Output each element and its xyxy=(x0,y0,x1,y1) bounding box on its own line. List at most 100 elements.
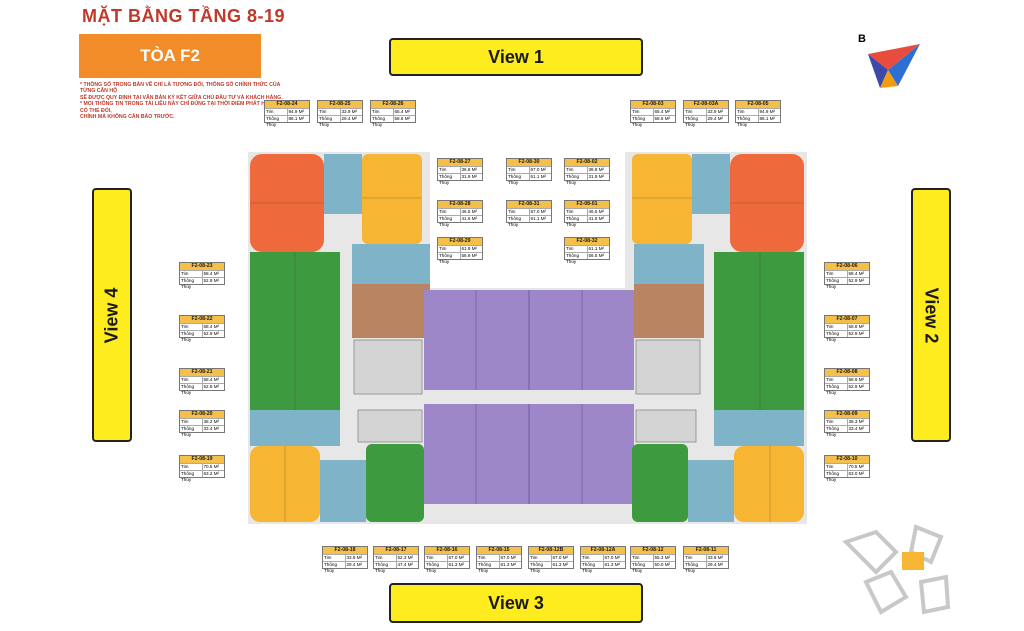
unit-f2-08-19 xyxy=(250,446,320,522)
row-label: Thông Thủy xyxy=(566,174,580,185)
unit-f2-08-05 xyxy=(730,154,804,252)
row-label: Thông Thủy xyxy=(181,331,195,342)
row-value: 70.5 M² xyxy=(846,464,870,470)
view-3-label: View 3 xyxy=(488,592,544,613)
unit-code: F2-08-21 xyxy=(180,369,224,376)
unit-f2-08-07 xyxy=(714,306,804,358)
row-value: 67.0 M² xyxy=(528,209,552,215)
row-label: Thông Thủy xyxy=(826,471,840,482)
row-value: 38.2 M² xyxy=(201,419,225,425)
row-value: 86.1 M² xyxy=(757,116,781,122)
row-label: Thông Thủy xyxy=(826,426,840,437)
row-label: Tim xyxy=(685,555,693,560)
row-value: 31.9 M² xyxy=(586,174,610,180)
row-value: 58.4 M² xyxy=(201,324,225,330)
view-1-label: View 1 xyxy=(488,46,544,67)
unit-code: F2-08-12B xyxy=(529,547,573,554)
row-value: 50.0 M² xyxy=(652,562,676,568)
row-value: 31.9 M² xyxy=(459,174,483,180)
unit-code: F2-08-28 xyxy=(438,201,482,208)
unit-f2-08-20 xyxy=(250,410,340,446)
row-value: 67.0 M² xyxy=(498,555,522,561)
unit-code: F2-08-25 xyxy=(318,101,362,108)
unit-code: F2-08-11 xyxy=(684,547,728,554)
row-value: 46.5 M² xyxy=(586,209,610,215)
row-label: Tim xyxy=(181,419,189,424)
row-label: Tim xyxy=(375,555,383,560)
unit-f2-08-06 xyxy=(714,252,804,306)
row-value: 52.9 M² xyxy=(846,331,870,337)
compass-north-label: B xyxy=(858,33,866,45)
row-value: 58.6 M² xyxy=(392,116,416,122)
row-label: Tim xyxy=(632,555,640,560)
row-label: Thông Thủy xyxy=(737,116,751,127)
row-label: Thông Thủy xyxy=(319,116,333,127)
unit-f2-08-22 xyxy=(250,306,340,358)
row-value: 29.4 M² xyxy=(339,116,363,122)
row-label: Thông Thủy xyxy=(632,562,646,573)
unit-code: F2-08-22 xyxy=(180,316,224,323)
row-value: 29.4 M² xyxy=(705,562,729,568)
row-label: Thông Thủy xyxy=(826,384,840,395)
unit-f2-08-08 xyxy=(714,358,804,410)
row-label: Tim xyxy=(181,377,189,382)
row-label: Thông Thủy xyxy=(478,562,492,573)
row-value: 61.3 M² xyxy=(550,562,574,568)
row-label: Tim xyxy=(826,324,834,329)
unit-code: F2-08-12 xyxy=(631,547,675,554)
row-value: 29.4 M² xyxy=(705,116,729,122)
row-label: Tim xyxy=(324,555,332,560)
view-2-label: View 2 xyxy=(921,287,942,343)
unit-code: F2-08-31 xyxy=(507,201,551,208)
unit-f2-08-26 xyxy=(362,154,422,244)
row-value: 63.0 M² xyxy=(846,471,870,477)
unit-code: F2-08-30 xyxy=(507,159,551,166)
unit-code: F2-08-01 xyxy=(565,201,609,208)
row-label: Tim xyxy=(566,167,574,172)
compass-star-icon xyxy=(868,44,920,88)
row-label: Thông Thủy xyxy=(439,253,453,264)
unit-f2-08-12 xyxy=(632,444,688,522)
row-value: 33.9 M² xyxy=(705,109,729,115)
row-label: Tim xyxy=(478,555,486,560)
unit-code: F2-08-17 xyxy=(374,547,418,554)
row-label: Tim xyxy=(372,109,380,114)
row-label: Tim xyxy=(632,109,640,114)
core-right xyxy=(635,339,701,395)
unit-code: F2-08-20 xyxy=(180,411,224,418)
row-label: Tim xyxy=(508,209,516,214)
